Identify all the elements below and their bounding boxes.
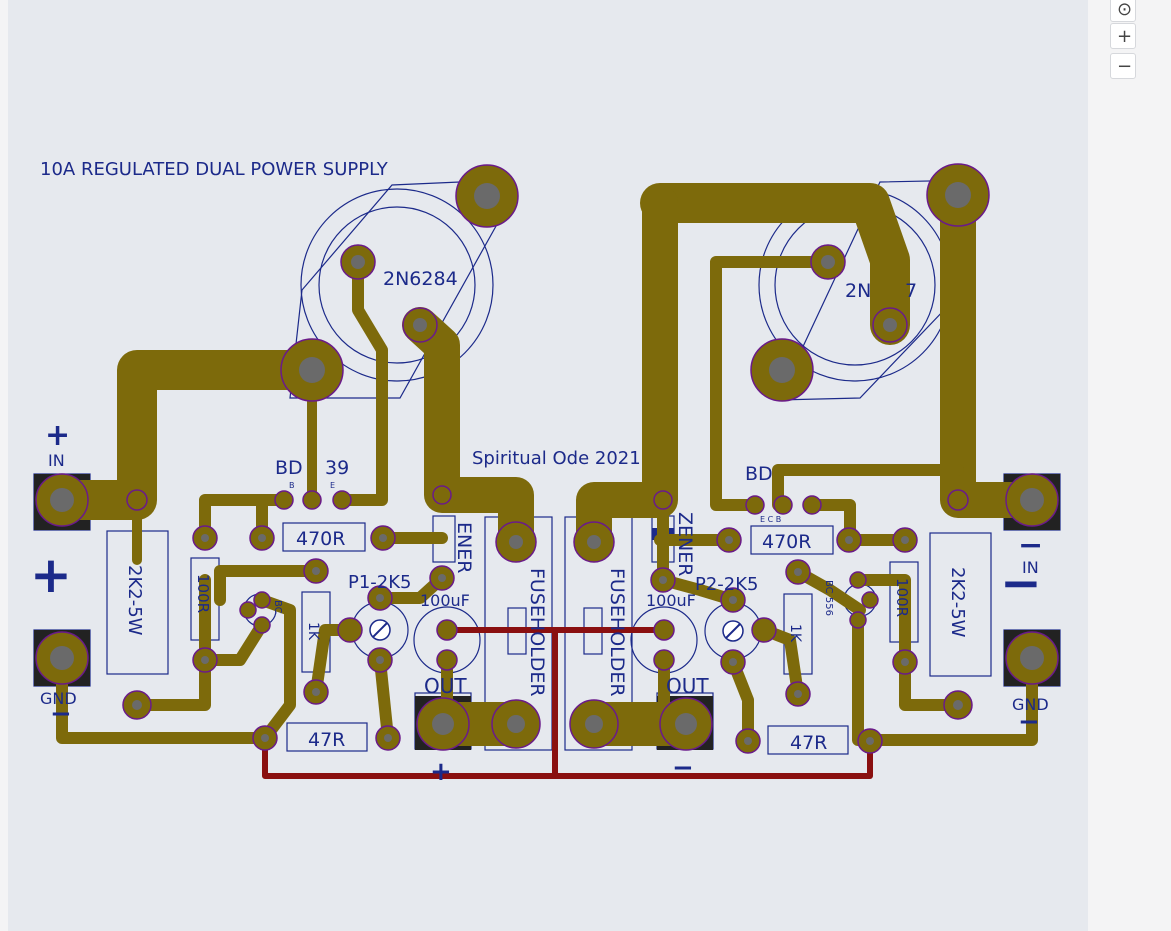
label-zener-left: ENER <box>453 522 475 573</box>
label-bd-left-suffix: 39 <box>325 457 349 479</box>
label-2k2-left: 2K2-5W <box>124 565 145 636</box>
pad-holes <box>50 182 1044 745</box>
label-47r-left: 47R <box>308 729 345 751</box>
label-bc-left: BC <box>272 600 283 614</box>
label-in-right: IN <box>1022 558 1039 577</box>
label-out-right: OUT <box>666 674 709 698</box>
label-zener-right: ZENER <box>674 512 696 576</box>
label-minus-gnd: − <box>1018 707 1040 737</box>
zoom-in-button[interactable]: + <box>1110 23 1136 49</box>
label-100r-left: 100R <box>194 574 212 613</box>
recenter-icon: ⊙ <box>1117 0 1133 20</box>
label-minus-big: − <box>1000 554 1042 612</box>
label-cap-right: 100uF <box>646 591 696 610</box>
label-47r-right: 47R <box>790 732 827 754</box>
label-bd-right: BD <box>745 463 773 485</box>
label-gnd-left: GND <box>40 689 77 708</box>
minus-icon: − <box>1117 56 1133 77</box>
label-bc-right: BC 556 <box>823 580 834 616</box>
board-credit: Spiritual Ode 2021 <box>472 448 641 469</box>
label-out-minus: − <box>672 753 694 783</box>
label-2n-suffix: 7 <box>905 280 917 302</box>
label-fuse-right: FUSEHOLDER <box>606 568 628 697</box>
jumper-wires <box>262 627 873 779</box>
pin-e-label: E <box>330 481 335 490</box>
pin-b-label: B <box>289 481 295 490</box>
label-2n6284: 2N6284 <box>383 268 458 290</box>
label-gnd-right: GND <box>1012 695 1049 714</box>
label-bd-left: BD <box>275 457 303 479</box>
pin-ecb-label: E C B <box>760 515 781 524</box>
label-2k2-right: 2K2-5W <box>947 567 968 638</box>
label-minus-top: − <box>1018 528 1043 563</box>
pot-wipers <box>369 619 744 642</box>
label-minus-gnd-left: − <box>50 699 72 729</box>
label-cap-left: 100uF <box>420 591 470 610</box>
label-fuse-left: FUSEHOLDER <box>526 568 548 697</box>
pcb-layout: 10A REGULATED DUAL POWER SUPPLY Spiritua… <box>30 159 1061 787</box>
label-out-left: OUT <box>424 674 467 698</box>
board-title: 10A REGULATED DUAL POWER SUPPLY <box>40 159 389 180</box>
label-plus-big: + <box>30 546 72 604</box>
plus-icon: + <box>1117 26 1133 47</box>
label-2n-fragment: 2N <box>845 280 871 302</box>
recenter-button[interactable]: ⊙ <box>1110 0 1136 22</box>
label-100r-right: 100R <box>893 578 911 617</box>
label-1k-right: 1K <box>787 624 803 643</box>
side-panel <box>1088 0 1171 931</box>
label-470r-right: 470R <box>762 531 811 553</box>
label-plus-top: + <box>45 418 70 453</box>
silkscreen-text: 10A REGULATED DUAL POWER SUPPLY Spiritua… <box>30 159 1049 787</box>
label-1k-left: 1K <box>305 622 321 641</box>
zoom-out-button[interactable]: − <box>1110 53 1136 79</box>
label-p1: P1-2K5 <box>348 572 412 593</box>
label-p2: P2-2K5 <box>695 574 759 595</box>
label-out-plus: + <box>430 757 452 787</box>
label-in-left: IN <box>48 451 65 470</box>
label-470r-left: 470R <box>296 528 345 550</box>
